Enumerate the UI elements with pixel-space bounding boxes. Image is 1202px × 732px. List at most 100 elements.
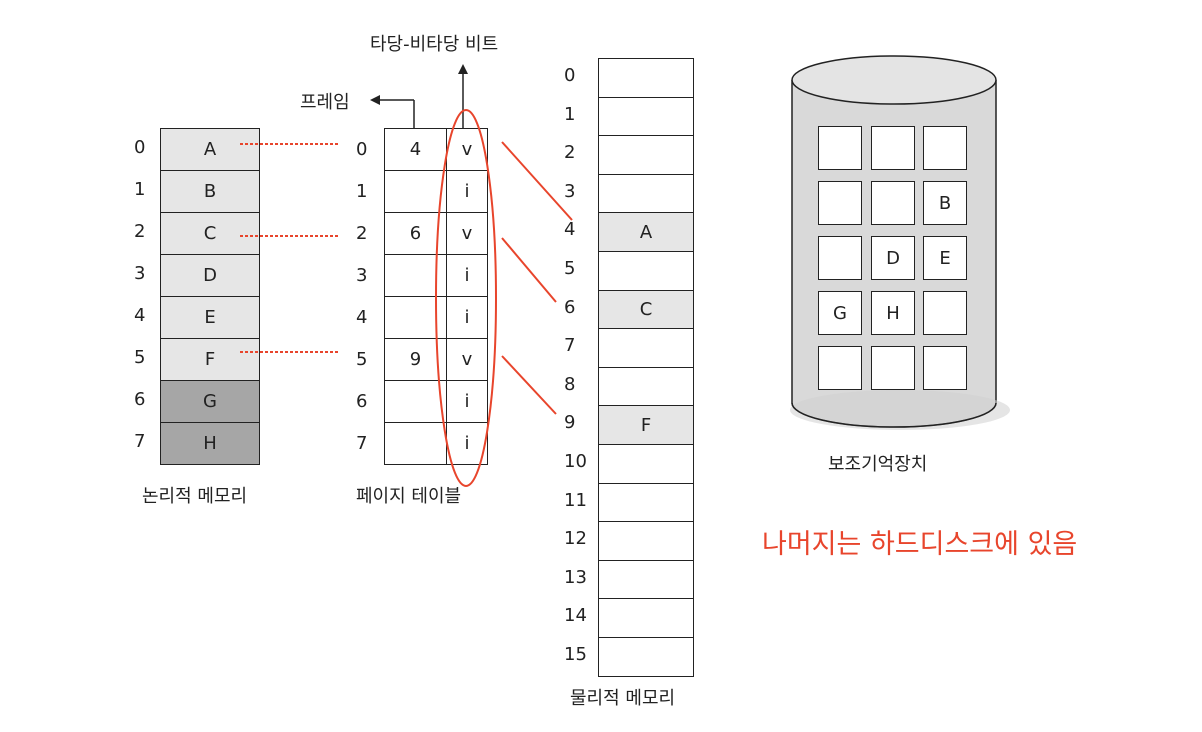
frame-number-cell: 9 [384,338,447,381]
physical-frame-index: 6 [564,296,576,318]
page-table-caption: 페이지 테이블 [356,486,462,507]
physical-frame-cell [598,251,694,291]
valid-bit-cell: v [446,128,488,171]
physical-frame-cell [598,482,694,523]
physical-frame-index: 9 [564,412,576,434]
valid-bit-cell: i [446,254,488,297]
secondary-storage-caption: 보조기억장치 [828,454,928,475]
frame-number-cell [384,380,447,423]
logical-index: 1 [134,179,146,200]
physical-frame-index: 12 [564,528,587,550]
physical-frame-index: 3 [564,180,576,202]
frame-label: 프레임 [300,92,350,113]
logical-page-cell: H [160,422,260,465]
physical-frame-cell [598,96,694,137]
physical-frame-index: 8 [564,373,576,395]
page-table-index: 7 [356,433,368,454]
disk-page-cell [818,346,862,390]
physical-frame-cell [598,521,694,561]
frame-number-cell [384,254,447,297]
page-table-index: 5 [356,349,368,370]
disk-page-cell [923,291,967,335]
valid-bit-cell: i [446,380,488,423]
logical-index: 3 [134,263,146,284]
bit-arrow-head-icon [458,64,468,74]
physical-frame-cell [598,173,694,214]
logical-memory-caption: 논리적 메모리 [142,486,248,507]
physical-frame-cell [598,135,694,175]
valid-bit-cell: i [446,422,488,465]
frame-number-cell [384,170,447,213]
disk-page-cell [818,126,862,170]
physical-frame-cell [598,637,694,677]
physical-frame-cell: A [598,212,694,252]
disk-page-cell: D [871,236,915,280]
logical-index: 4 [134,305,146,326]
logical-index: 6 [134,389,146,410]
disk-page-cell [923,126,967,170]
logical-page-cell: C [160,212,260,255]
logical-page-cell: B [160,170,260,213]
frame-number-cell: 6 [384,212,447,255]
logical-page-cell: D [160,254,260,297]
page-table-index: 2 [356,223,368,244]
frame-number-cell: 4 [384,128,447,171]
physical-frame-index: 11 [564,489,587,511]
physical-frame-index: 0 [564,65,576,86]
valid-bit-cell: i [446,296,488,339]
frame-line-6 [501,237,557,303]
physical-frame-index: 4 [564,219,576,241]
page-table-index: 4 [356,307,368,328]
page-table-index: 1 [356,181,368,202]
physical-frame-index: 13 [564,566,587,588]
frame-arrow-head-icon [370,95,380,105]
disk-page-cell: B [923,181,967,225]
logical-index: 2 [134,221,146,242]
disk-page-cell [871,126,915,170]
disk-page-cell [923,346,967,390]
physical-frame-cell [598,328,694,368]
note-text: 나머지는 하드디스크에 있음 [762,529,1078,560]
physical-frame-index: 14 [564,605,587,627]
disk-page-cell [871,346,915,390]
physical-memory-caption: 물리적 메모리 [570,688,676,709]
logical-page-cell: G [160,380,260,423]
disk-page-cell [871,181,915,225]
logical-index: 5 [134,347,146,368]
physical-frame-index: 7 [564,335,576,357]
disk-page-cell: G [818,291,862,335]
frame-line-9 [501,355,557,415]
logical-index: 7 [134,431,146,452]
physical-frame-index: 2 [564,142,576,164]
physical-frame-index: 10 [564,451,587,472]
physical-frame-cell [598,58,694,98]
frame-number-cell [384,422,447,465]
page-table-index: 0 [356,139,368,160]
physical-frame-index: 5 [564,258,576,279]
physical-frame-cell [598,559,694,600]
physical-frame-cell: C [598,289,694,330]
physical-frame-cell: F [598,405,694,445]
logical-index: 0 [134,137,146,158]
physical-frame-index: 15 [564,644,587,665]
disk-page-cell: H [871,291,915,335]
logical-page-cell: E [160,296,260,339]
valid-bit-cell: v [446,338,488,381]
disk-page-cell [818,236,862,280]
logical-page-cell: A [160,128,260,171]
logical-page-cell: F [160,338,260,381]
valid-bit-cell: i [446,170,488,213]
frame-number-cell [384,296,447,339]
valid-invalid-bit-label: 타당-비타당 비트 [370,34,499,55]
disk-page-cell [818,181,862,225]
valid-bit-cell: v [446,212,488,255]
physical-frame-cell [598,598,694,638]
page-table-index: 6 [356,391,368,412]
frame-line-4 [501,141,573,221]
page-table-index: 3 [356,265,368,286]
physical-frame-index: 1 [564,103,576,125]
physical-frame-cell [598,366,694,407]
physical-frame-cell [598,444,694,484]
disk-page-cell: E [923,236,967,280]
